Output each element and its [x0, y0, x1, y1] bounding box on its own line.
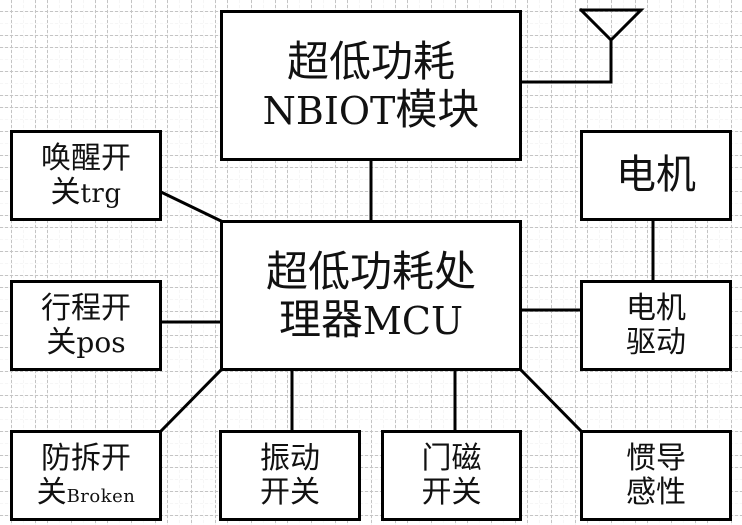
- door-magnet-switch-box: 门磁 开关: [381, 430, 522, 521]
- tamper-switch-label-line1: 防拆开: [41, 440, 131, 476]
- edge-wake-mcu: [158, 189, 224, 224]
- edge-tamper-mcu: [158, 367, 224, 434]
- antenna-icon: [578, 7, 645, 43]
- vibration-switch-label-line2: 开关: [260, 474, 320, 510]
- inductive-sensor-box: 惯导 感性: [580, 430, 732, 521]
- tamper-switch-box: 防拆开 关Broken: [10, 430, 162, 521]
- edge-nbiot-antenna: [519, 38, 613, 84]
- inductive-sensor-label-line2: 感性: [626, 474, 686, 510]
- motor-driver-label-line1: 电机: [626, 290, 686, 326]
- nbiot-label-line1: 超低功耗: [286, 37, 455, 87]
- vibration-switch-box: 振动 开关: [219, 430, 361, 521]
- vibration-switch-label-line1: 振动: [260, 440, 320, 476]
- wake-switch-cn-label: 关: [50, 174, 81, 210]
- nbiot-label-line2: NBIOT模块: [262, 84, 480, 134]
- mcu-label-line2: 理器MCU: [278, 294, 464, 344]
- motor-driver-box: 电机 驱动: [580, 280, 732, 371]
- motor-box: 电机: [580, 130, 732, 221]
- travel-switch-label-line1: 行程开: [41, 290, 131, 326]
- motor-driver-label-line2: 驱动: [626, 324, 686, 360]
- nbiot-module-box: 超低功耗 NBIOT模块: [220, 10, 522, 161]
- door-magnet-switch-label-line1: 门磁: [421, 440, 482, 476]
- tamper-switch-latin-label: Broken: [66, 485, 136, 507]
- inductive-sensor-label-line1: 惯导: [626, 440, 686, 476]
- wake-switch-latin-label: trg: [80, 178, 122, 209]
- travel-switch-cn-label: 关: [46, 324, 77, 360]
- door-magnet-switch-label-line2: 开关: [421, 474, 482, 510]
- wake-switch-label-line1: 唤醒开: [41, 140, 131, 176]
- wake-switch-box: 唤醒开 关trg: [10, 130, 162, 221]
- travel-switch-latin-label: pos: [76, 325, 126, 359]
- mcu-label-line1: 超低功耗处: [265, 247, 476, 297]
- travel-switch-label-line2: 关pos: [46, 324, 126, 360]
- wake-switch-label-line2: 关trg: [50, 174, 122, 210]
- nbiot-latin-label: NBIOT: [262, 88, 396, 133]
- mcu-box: 超低功耗处 理器MCU: [220, 220, 522, 371]
- tamper-switch-cn-label: 关: [36, 474, 67, 510]
- tamper-switch-label-line2: 关Broken: [36, 474, 136, 510]
- travel-switch-box: 行程开 关pos: [10, 280, 162, 371]
- nbiot-cn-label: 模块: [395, 84, 480, 134]
- motor-label: 电机: [616, 152, 696, 199]
- edge-inductive-mcu: [518, 367, 584, 434]
- mcu-cn-label: 理器: [278, 294, 363, 344]
- mcu-latin-label: MCU: [363, 298, 464, 343]
